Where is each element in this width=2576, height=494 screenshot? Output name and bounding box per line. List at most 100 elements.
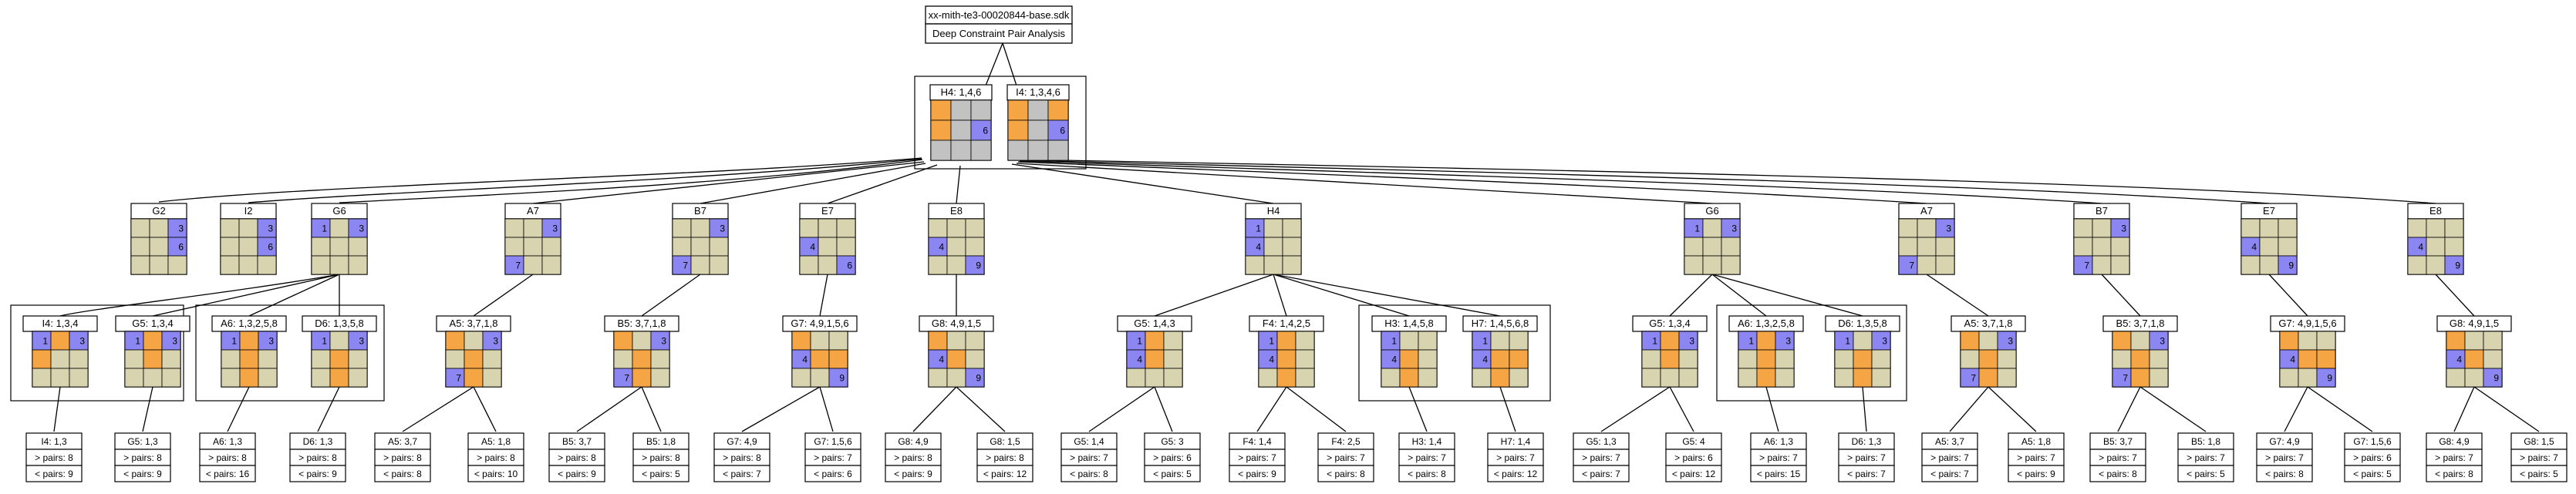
grid-cell	[1660, 349, 1680, 369]
leaf-row-box	[1317, 465, 1374, 482]
leaf-lt-pairs: < pairs: 7	[1847, 469, 1886, 479]
leaf-gt-pairs: > pairs: 7	[1847, 452, 1886, 463]
edge-header-h4	[985, 42, 1003, 86]
grid-cell	[965, 368, 985, 388]
grid-cell	[1047, 99, 1069, 121]
node-label: E8	[2429, 205, 2442, 217]
leaf-label: D6: 1,3	[303, 436, 333, 447]
grid-cell	[221, 368, 241, 388]
leaf-lf-16: H3: 1,4> pairs: 7< pairs: 8	[1398, 432, 1455, 482]
grid-cell	[523, 237, 543, 257]
grid-cell	[2407, 237, 2427, 257]
grid-cell	[69, 331, 89, 351]
cell-digit: 3	[1882, 335, 1887, 346]
leaf-gt-pairs: > pairs: 7	[2265, 452, 2304, 463]
leaf-label: F4: 1,4	[1242, 436, 1272, 447]
grid-cell	[1490, 349, 1510, 369]
grid-cell	[650, 349, 670, 369]
grid-cell	[504, 218, 524, 238]
leaf-gt-pairs: > pairs: 7	[1930, 452, 1969, 463]
grid-cell	[2279, 349, 2299, 369]
grid-cell	[1997, 368, 2017, 388]
node-label: I4: 1,3,4	[42, 318, 79, 329]
node-label: E8	[950, 205, 963, 217]
leaf-gt-pairs: > pairs: 8	[35, 452, 73, 463]
edge-l1-8-l2-13	[1711, 274, 1767, 317]
edge-l2-18-lf-28	[2453, 386, 2475, 432]
edge-l1-8-l2-14	[1711, 274, 1863, 317]
grid-cell	[1258, 349, 1278, 369]
edge-l2-6-lf-8	[741, 386, 821, 432]
cell-digit: 4	[1482, 354, 1488, 365]
leaf-label: G5: 4	[1682, 436, 1705, 447]
grid-cell	[1263, 255, 1283, 275]
grid-cell	[1399, 331, 1419, 351]
cell-digit: 9	[2493, 372, 2499, 383]
leaf-label: A5: 1,8	[481, 436, 511, 447]
cell-digit: 3	[1689, 335, 1694, 346]
grid-cell	[1721, 237, 1741, 257]
cell-digit: 3	[1731, 223, 1737, 234]
edge-l2-13-lf-20	[1765, 386, 1779, 432]
grid-cell	[799, 237, 819, 257]
leaf-row-box	[2089, 465, 2146, 482]
node-label: H7: 1,4,5,6,8	[1472, 318, 1529, 329]
grid-cell	[1775, 368, 1795, 388]
grid-cell	[124, 349, 144, 369]
grid-cell	[50, 349, 70, 369]
leaf-lf-15: F4: 2,5> pairs: 7< pairs: 8	[1317, 432, 1374, 482]
edge-l2-1-lf-1	[142, 386, 153, 432]
node-label: A7	[1920, 205, 1933, 217]
edge-top-l1-6	[956, 165, 961, 204]
grid-cell	[239, 349, 259, 369]
grid-cell	[2092, 255, 2112, 275]
edge-l2-11-lf-17	[1499, 386, 1516, 432]
cell-digit: 3	[268, 335, 274, 346]
cluster-frame-a	[10, 304, 184, 402]
grid-cell	[258, 331, 278, 351]
leaf-row-box	[1398, 465, 1455, 482]
leaf-label: G5: 1,4	[1074, 436, 1104, 447]
grid-cell	[2112, 349, 2132, 369]
grid-cell	[1047, 139, 1069, 161]
grid-cell	[221, 349, 241, 369]
grid-cell	[709, 255, 729, 275]
grid-cell	[1163, 368, 1183, 388]
grid-cell	[1007, 139, 1029, 161]
edge-top-l1-11	[1020, 160, 2270, 204]
leaf-label: H7: 1,4	[1501, 436, 1531, 447]
grid-cell	[2298, 368, 2318, 388]
grid-cell	[1145, 368, 1165, 388]
grid-cell	[1702, 237, 1722, 257]
leaf-lf-17: H7: 1,4> pairs: 7< pairs: 12	[1487, 432, 1544, 482]
edge-top-l1-3	[532, 161, 925, 204]
grid-cell	[238, 237, 258, 257]
grid-cell	[1978, 349, 1998, 369]
grid-cell	[32, 349, 52, 369]
leaf-gt-pairs: > pairs: 8	[477, 452, 515, 463]
grid-cell	[1853, 349, 1873, 369]
grid-cell	[445, 331, 465, 351]
grid-cell	[1490, 331, 1510, 351]
grid-cell	[613, 349, 633, 369]
leaf-row-box	[1487, 465, 1544, 482]
grid-cell	[1721, 255, 1741, 275]
grid-cell	[828, 368, 848, 388]
cell-digit: 1	[1694, 223, 1700, 234]
cell-digit: 3	[359, 223, 364, 234]
cell-digit: 9	[976, 260, 981, 271]
grid-cell	[928, 331, 948, 351]
grid-cell	[1145, 349, 1165, 369]
leaf-lf-19: G5: 4> pairs: 6< pairs: 12	[1665, 432, 1722, 482]
grid-cell	[2092, 237, 2112, 257]
grid-cell	[348, 237, 368, 257]
grid-cell	[1472, 331, 1492, 351]
leaf-lt-pairs: < pairs: 5	[2520, 469, 2558, 479]
edge-l2-9-lf-14	[1256, 386, 1287, 432]
leaf-lf-11: G8: 1,5> pairs: 8< pairs: 12	[976, 432, 1033, 482]
